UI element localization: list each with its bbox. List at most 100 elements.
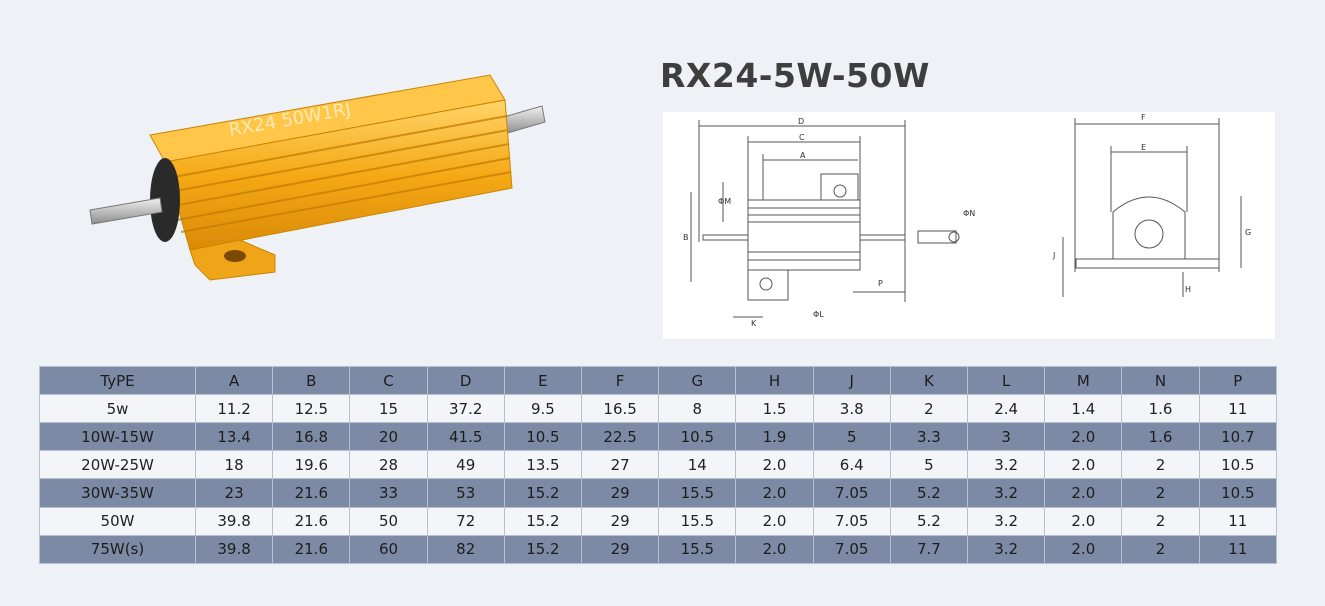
column-header: H	[735, 366, 814, 395]
table-cell: 7.05	[812, 478, 891, 508]
table-cell: 1.9	[735, 422, 814, 452]
product-title: RX24-5W-50W	[660, 56, 930, 95]
table-cell: 15	[349, 393, 428, 424]
table-cell: 10.5	[1198, 450, 1278, 480]
column-header: B	[272, 366, 351, 395]
table-cell: 53	[426, 478, 505, 508]
column-header: TyPE	[39, 366, 196, 395]
table-cell: 2	[1121, 450, 1200, 480]
table-cell: 3	[967, 422, 1046, 452]
table-cell: 2	[889, 393, 969, 424]
table-cell: 9.5	[503, 393, 583, 424]
table-cell: 11	[1198, 534, 1278, 565]
row-type-cell: 20W-25W	[39, 450, 196, 480]
table-cell: 1.5	[735, 393, 814, 424]
table-cell: 5.2	[889, 506, 969, 536]
table-cell: 3.2	[967, 450, 1046, 480]
table-cell: 29	[581, 506, 660, 536]
dim-label-e: E	[1141, 143, 1146, 152]
column-header: L	[967, 366, 1046, 395]
table-cell: 3.2	[967, 534, 1046, 565]
table-cell: 22.5	[581, 422, 660, 452]
table-cell: 3.3	[889, 422, 969, 452]
table-cell: 1.4	[1044, 393, 1123, 424]
table-cell: 2.0	[1044, 422, 1123, 452]
table-cell: 20	[349, 422, 428, 452]
column-header: K	[889, 366, 969, 395]
table-cell: 10.5	[1198, 478, 1278, 508]
table-cell: 7.05	[812, 506, 891, 536]
table-cell: 33	[349, 478, 428, 508]
table-cell: 1.6	[1121, 393, 1200, 424]
table-cell: 16.8	[272, 422, 351, 452]
table-cell: 2.0	[735, 450, 814, 480]
table-cell: 5	[812, 422, 891, 452]
row-type-cell: 10W-15W	[39, 422, 196, 452]
table-cell: 2.0	[1044, 478, 1123, 508]
table-cell: 6.4	[812, 450, 891, 480]
table-cell: 2.0	[1044, 506, 1123, 536]
table-cell: 14	[658, 450, 737, 480]
table-cell: 11.2	[194, 393, 274, 424]
table-cell: 10.7	[1198, 422, 1278, 452]
table-cell: 16.5	[581, 393, 660, 424]
table-cell: 10.5	[503, 422, 583, 452]
table-cell: 39.8	[194, 534, 274, 565]
table-cell: 49	[426, 450, 505, 480]
row-type-cell: 30W-35W	[39, 478, 196, 508]
dim-label-k: K	[751, 319, 757, 328]
table-cell: 18	[194, 450, 274, 480]
table-cell: 15.5	[658, 478, 737, 508]
dim-label-f: F	[1141, 113, 1146, 122]
table-cell: 2.0	[735, 506, 814, 536]
table-cell: 2.0	[1044, 534, 1123, 565]
column-header: D	[426, 366, 505, 395]
table-cell: 7.05	[812, 534, 891, 565]
table-cell: 19.6	[272, 450, 351, 480]
table-cell: 1.6	[1121, 422, 1200, 452]
table-header-row: TyPE A B C D E F G H J K L M N P	[39, 366, 1278, 395]
dim-label-h: H	[1185, 285, 1191, 294]
table-cell: 15.2	[503, 534, 583, 565]
table-cell: 10.5	[658, 422, 737, 452]
column-header: A	[194, 366, 274, 395]
row-type-cell: 50W	[39, 506, 196, 536]
table-cell: 41.5	[426, 422, 505, 452]
table-cell: 23	[194, 478, 274, 508]
table-cell: 27	[581, 450, 660, 480]
table-cell: 21.6	[272, 534, 351, 565]
dim-label-l: ΦL	[813, 310, 824, 319]
table-cell: 15.5	[658, 534, 737, 565]
table-cell: 12.5	[272, 393, 351, 424]
column-header: N	[1121, 366, 1200, 395]
table-cell: 72	[426, 506, 505, 536]
dim-label-c: C	[799, 133, 805, 142]
table-cell: 2	[1121, 534, 1200, 565]
dim-label-d: D	[798, 117, 804, 126]
column-header: J	[812, 366, 891, 395]
dim-label-g: G	[1245, 228, 1251, 237]
table-cell: 29	[581, 534, 660, 565]
table-cell: 2	[1121, 478, 1200, 508]
table-cell: 2.0	[1044, 450, 1123, 480]
column-header: P	[1198, 366, 1278, 395]
dim-label-a: A	[800, 151, 806, 160]
table-cell: 21.6	[272, 506, 351, 536]
column-header: F	[581, 366, 660, 395]
table-cell: 3.2	[967, 478, 1046, 508]
dimension-drawing: D C A B ΦM ΦN P K ΦL F E G J H	[663, 112, 1275, 339]
column-header: E	[503, 366, 583, 395]
table-cell: 3.8	[812, 393, 891, 424]
table-cell: 5	[889, 450, 969, 480]
table-cell: 13.5	[503, 450, 583, 480]
table-cell: 21.6	[272, 478, 351, 508]
table-cell: 2.0	[735, 478, 814, 508]
table-cell: 15.2	[503, 506, 583, 536]
table-cell: 60	[349, 534, 428, 565]
table-cell: 2	[1121, 506, 1200, 536]
